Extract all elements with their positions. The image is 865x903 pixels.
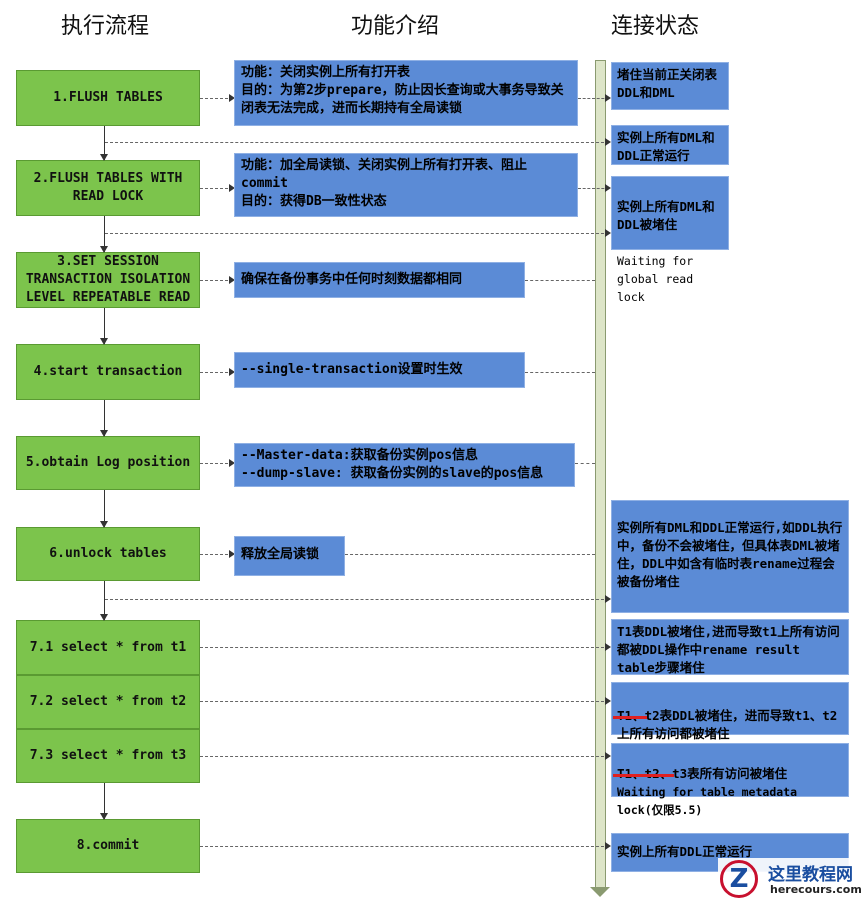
connector [525,372,595,373]
connector [525,280,595,281]
state-note-2: 实例上所有DML和DDL正常运行 [611,125,729,165]
down-arrow [100,783,108,820]
step-7-2: 7.2 select * from t2 [16,675,200,729]
down-arrow [100,216,108,253]
connector [345,554,595,555]
state-note-1: 堵住当前正关闭表DDL和DML [611,62,729,110]
function-note-2: 功能：加全局读锁、关闭实例上所有打开表、阻止commit 目的：获得DB一致性状… [234,153,578,217]
state-wait-text: Waiting for global read lock [617,254,694,304]
down-arrow [100,126,108,161]
connector [200,184,235,192]
step-7-1: 7.1 select * from t1 [16,620,200,675]
state-wait-text: Waiting for table metadata lock(仅限5.5) [617,785,798,817]
watermark-name: 这里教程网 [768,865,853,885]
header-state: 连接状态 [610,14,700,39]
connector [200,550,235,558]
step-2: 2.FLUSH TABLES WITH READ LOCK [16,160,200,216]
state-note-3: 实例上所有DML和DDL被堵住 Waiting for global read … [611,176,729,304]
function-note-5: --Master-data:获取备份实例pos信息 --dump-slave: … [234,443,575,487]
state-text: t2表DDL被堵住，进而导致t1、t2上所有访问都被堵住 [617,708,838,741]
connector [200,697,611,705]
step-5: 5.obtain Log position [16,436,200,490]
connector [575,463,595,464]
watermark-url: herecours.com [770,883,862,896]
watermark: Z 这里教程网 herecours.com [718,858,863,902]
state-text: 实例上所有DML和DDL被堵住 [617,199,715,232]
connector [200,842,611,850]
state-note-7: T1、t2、t3表所有访问被堵住 Waiting for table metad… [611,743,849,817]
step-6: 6.unlock tables [16,527,200,581]
function-note-3: 确保在备份事务中任何时刻数据都相同 [234,262,525,298]
connector [200,752,611,760]
connector [200,643,611,651]
separator-arrow [105,229,611,237]
watermark-logo-icon: Z [720,860,758,898]
connector [578,184,611,192]
step-1: 1.FLUSH TABLES [16,70,200,126]
header-function: 功能介绍 [350,14,440,39]
state-note-5: T1表DDL被堵住,进而导致t1上所有访问都被DDL操作中rename resu… [611,619,849,675]
down-arrow [100,400,108,437]
connector [200,94,235,102]
function-note-1: 功能：关闭实例上所有打开表 目的：为第2步prepare，防止因长查询或大事务导… [234,60,578,126]
down-arrow [100,490,108,528]
function-note-4: --single-transaction设置时生效 [234,352,525,388]
separator-arrow [105,595,611,603]
step-7-3: 7.3 select * from t3 [16,729,200,783]
down-arrow [100,581,108,621]
connector [578,94,611,102]
connector [200,368,235,376]
down-arrow [100,308,108,345]
step-8: 8.commit [16,819,200,873]
step-4: 4.start transaction [16,344,200,400]
header-flow: 执行流程 [60,14,150,39]
connector [200,276,235,284]
state-text: t3表所有访问被堵住 [672,766,788,781]
struck-text: T1、t2、 [617,766,673,781]
state-note-6: T1、t2表DDL被堵住，进而导致t1、t2上所有访问都被堵住 [611,682,849,741]
function-note-6: 释放全局读锁 [234,536,345,576]
step-3: 3.SET SESSION TRANSACTION ISOLATION LEVE… [16,252,200,308]
connector [200,459,235,467]
separator-arrow [105,138,611,146]
struck-text: T1、 [617,708,645,723]
state-note-4: 实例所有DML和DDL正常运行,如DDL执行中，备份不会被堵住，但具体表DML被… [611,500,849,613]
timeline-arrow-icon [590,887,610,897]
